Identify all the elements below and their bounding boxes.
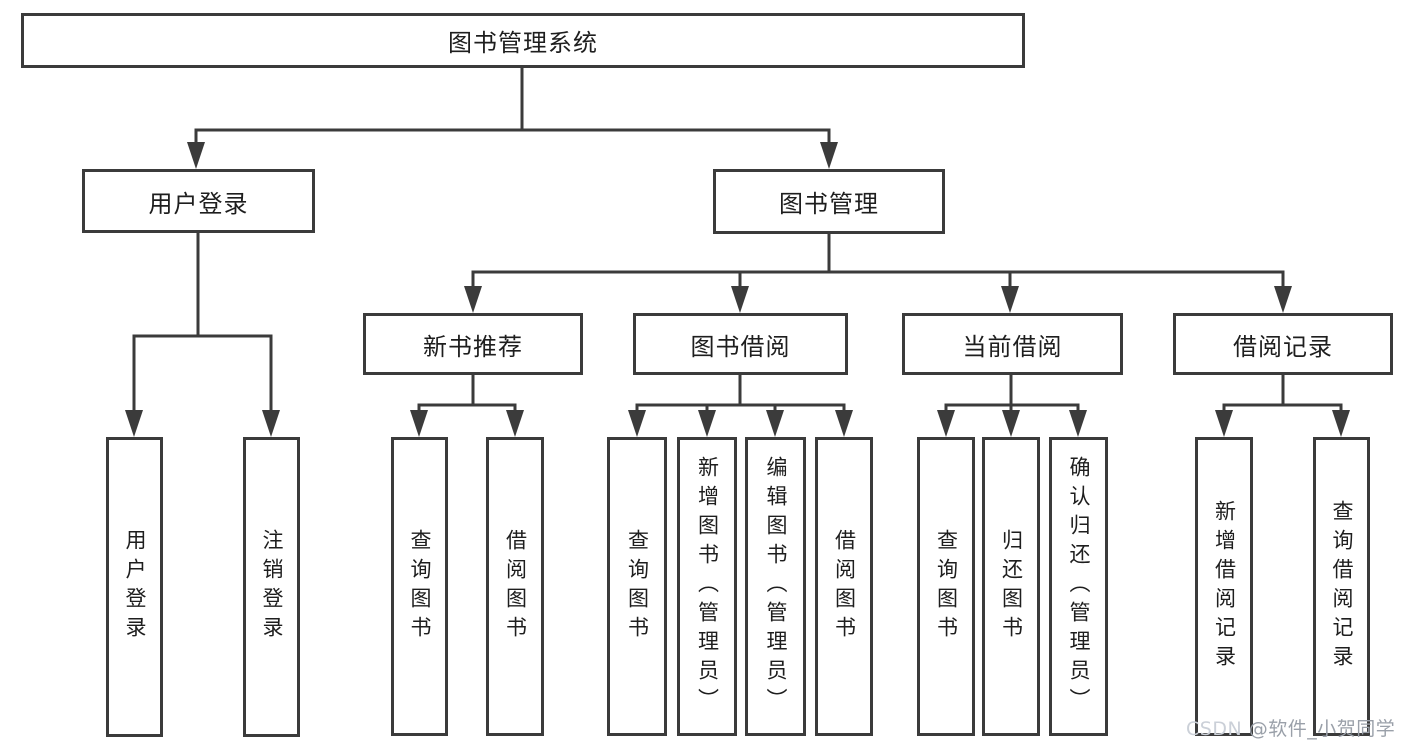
leaf-edit-books-admin: 编辑图书（管理员） — [745, 437, 806, 736]
node-book-borrowing: 图书借阅 — [633, 313, 848, 375]
node-new-book-recommend: 新书推荐 — [363, 313, 583, 375]
leaf-query-books-current: 查询图书 — [917, 437, 975, 736]
node-label: 图书管理 — [779, 190, 879, 218]
node-label: 归还图书 — [999, 528, 1024, 645]
leaf-logout: 注销登录 — [243, 437, 300, 737]
node-label: 查询图书 — [408, 528, 432, 645]
node-label: 借阅图书 — [832, 528, 857, 645]
node-user-login: 用户登录 — [82, 169, 315, 233]
leaf-return-books: 归还图书 — [982, 437, 1040, 736]
leaf-user-login: 用户登录 — [106, 437, 163, 737]
leaf-query-books-borrowing: 查询图书 — [607, 437, 667, 736]
node-label: 编辑图书（管理员） — [764, 456, 788, 717]
node-label: 借阅图书 — [503, 528, 528, 645]
node-label: 确认归还（管理员） — [1067, 456, 1091, 717]
leaf-add-borrow-record: 新增借阅记录 — [1195, 437, 1253, 736]
node-label: 注销登录 — [260, 529, 284, 645]
node-label: 查询借阅记录 — [1330, 499, 1354, 674]
node-label: 用户登录 — [148, 189, 249, 218]
leaf-borrow-books-recommend: 借阅图书 — [486, 437, 544, 736]
node-book-management: 图书管理 — [713, 169, 945, 234]
watermark-user: @软件_小贺同学 — [1248, 718, 1396, 740]
node-borrowing-records: 借阅记录 — [1173, 313, 1393, 375]
node-label: 查询图书 — [625, 528, 650, 645]
node-label: 查询图书 — [934, 528, 959, 645]
node-label: 新增图书（管理员） — [695, 456, 720, 717]
leaf-borrow-books-borrowing: 借阅图书 — [815, 437, 873, 736]
leaf-query-books-recommend: 查询图书 — [391, 437, 448, 736]
leaf-confirm-return-admin: 确认归还（管理员） — [1049, 437, 1108, 736]
node-library-management-system: 图书管理系统 — [21, 13, 1025, 68]
leaf-query-borrow-record: 查询借阅记录 — [1313, 437, 1370, 736]
node-label: 用户登录 — [123, 529, 147, 645]
node-label: 新增借阅记录 — [1212, 499, 1237, 674]
leaf-add-books-admin: 新增图书（管理员） — [677, 437, 737, 736]
node-current-borrowing: 当前借阅 — [902, 313, 1123, 375]
watermark-brand: CSDN — [1186, 718, 1249, 740]
node-label: 借阅记录 — [1233, 332, 1333, 361]
node-label: 图书借阅 — [690, 332, 791, 361]
node-label: 新书推荐 — [423, 332, 523, 361]
csdn-watermark: CSDN @软件_小贺同学 — [1186, 714, 1395, 741]
node-label: 图书管理系统 — [448, 29, 598, 57]
node-label: 当前借阅 — [962, 332, 1063, 361]
